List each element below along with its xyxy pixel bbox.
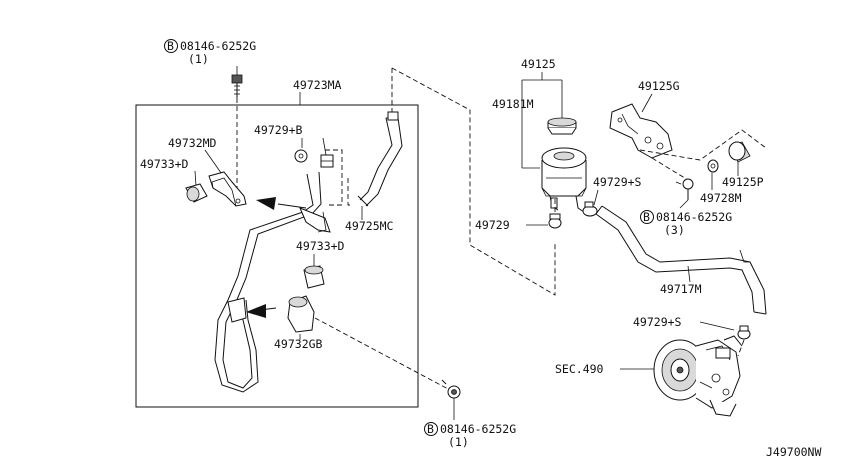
clamp <box>548 213 562 229</box>
bolt-right-callout: B 08146-6252G (3) <box>640 199 732 237</box>
clamp-s-upper-label: 49729+S <box>593 175 642 189</box>
grommet-d-lower <box>303 265 325 289</box>
clamp-md <box>208 171 247 207</box>
clamp-s-upper <box>582 201 598 217</box>
hose-mc <box>357 111 403 207</box>
bolt-symbol-right: B <box>643 210 650 224</box>
bolt-top <box>231 66 243 190</box>
arrow-upper <box>256 197 307 210</box>
grommet-d-upper-label: 49733+D <box>140 157 189 171</box>
bolt-m-label: 49728M <box>700 191 742 205</box>
bolt-right-label: 08146-6252G <box>656 210 732 224</box>
tube-lines <box>214 171 331 393</box>
clip-b-label: 49729+B <box>254 123 303 137</box>
insulator-label: 49125P <box>722 175 764 189</box>
bolt-symbol-bottom: B <box>427 422 434 436</box>
reservoir-cap <box>547 117 577 135</box>
hose-suction <box>595 205 767 315</box>
bracket-label: 49125G <box>638 79 680 93</box>
clamp-gb <box>287 295 315 333</box>
reservoir-label: 49125 <box>521 57 556 71</box>
clamp-gb-label: 49732GB <box>274 337 323 351</box>
bolt-top-label: 08146-6252G <box>180 39 256 53</box>
grommet-d-lower-label: 49733+D <box>296 239 345 253</box>
clamp-s-lower-label: 49729+S <box>633 315 682 329</box>
bracket <box>609 103 673 159</box>
clamp-s-lower <box>737 325 751 340</box>
hose-suction-label: 49717M <box>660 282 702 296</box>
washer <box>707 159 719 173</box>
clamp-label: 49729 <box>475 218 510 232</box>
clip-b <box>320 154 334 168</box>
tube-assy-label: 49723MA <box>293 78 342 92</box>
tube-assembly-box <box>135 104 419 408</box>
bolt-top-qty: (1) <box>188 52 209 66</box>
bolt-bottom <box>441 379 461 399</box>
bolt-right-qty: (3) <box>664 223 685 237</box>
bolt-top-callout: B 08146-6252G (1) <box>164 39 256 66</box>
bolt-bottom-label: 08146-6252G <box>440 422 516 436</box>
reservoir-tank <box>541 147 587 213</box>
reservoir-tank-label: 49181M <box>492 97 534 111</box>
bolt-bottom-qty: (1) <box>448 435 469 449</box>
clamp-md-label: 49732MD <box>168 136 217 150</box>
bolt-symbol-top: B <box>167 39 174 53</box>
pump-section-label: SEC.490 <box>555 362 604 376</box>
arrow-lower <box>246 304 277 318</box>
bolt-bottom-callout: B 08146-6252G (1) <box>424 398 516 449</box>
insulator <box>728 141 751 163</box>
grommet-d-upper <box>185 183 208 203</box>
hose-mc-label: 49725MC <box>345 219 394 233</box>
diagram-code: J49700NW <box>766 445 821 459</box>
bolt-right <box>675 178 694 200</box>
power-steering-pump <box>653 335 743 417</box>
